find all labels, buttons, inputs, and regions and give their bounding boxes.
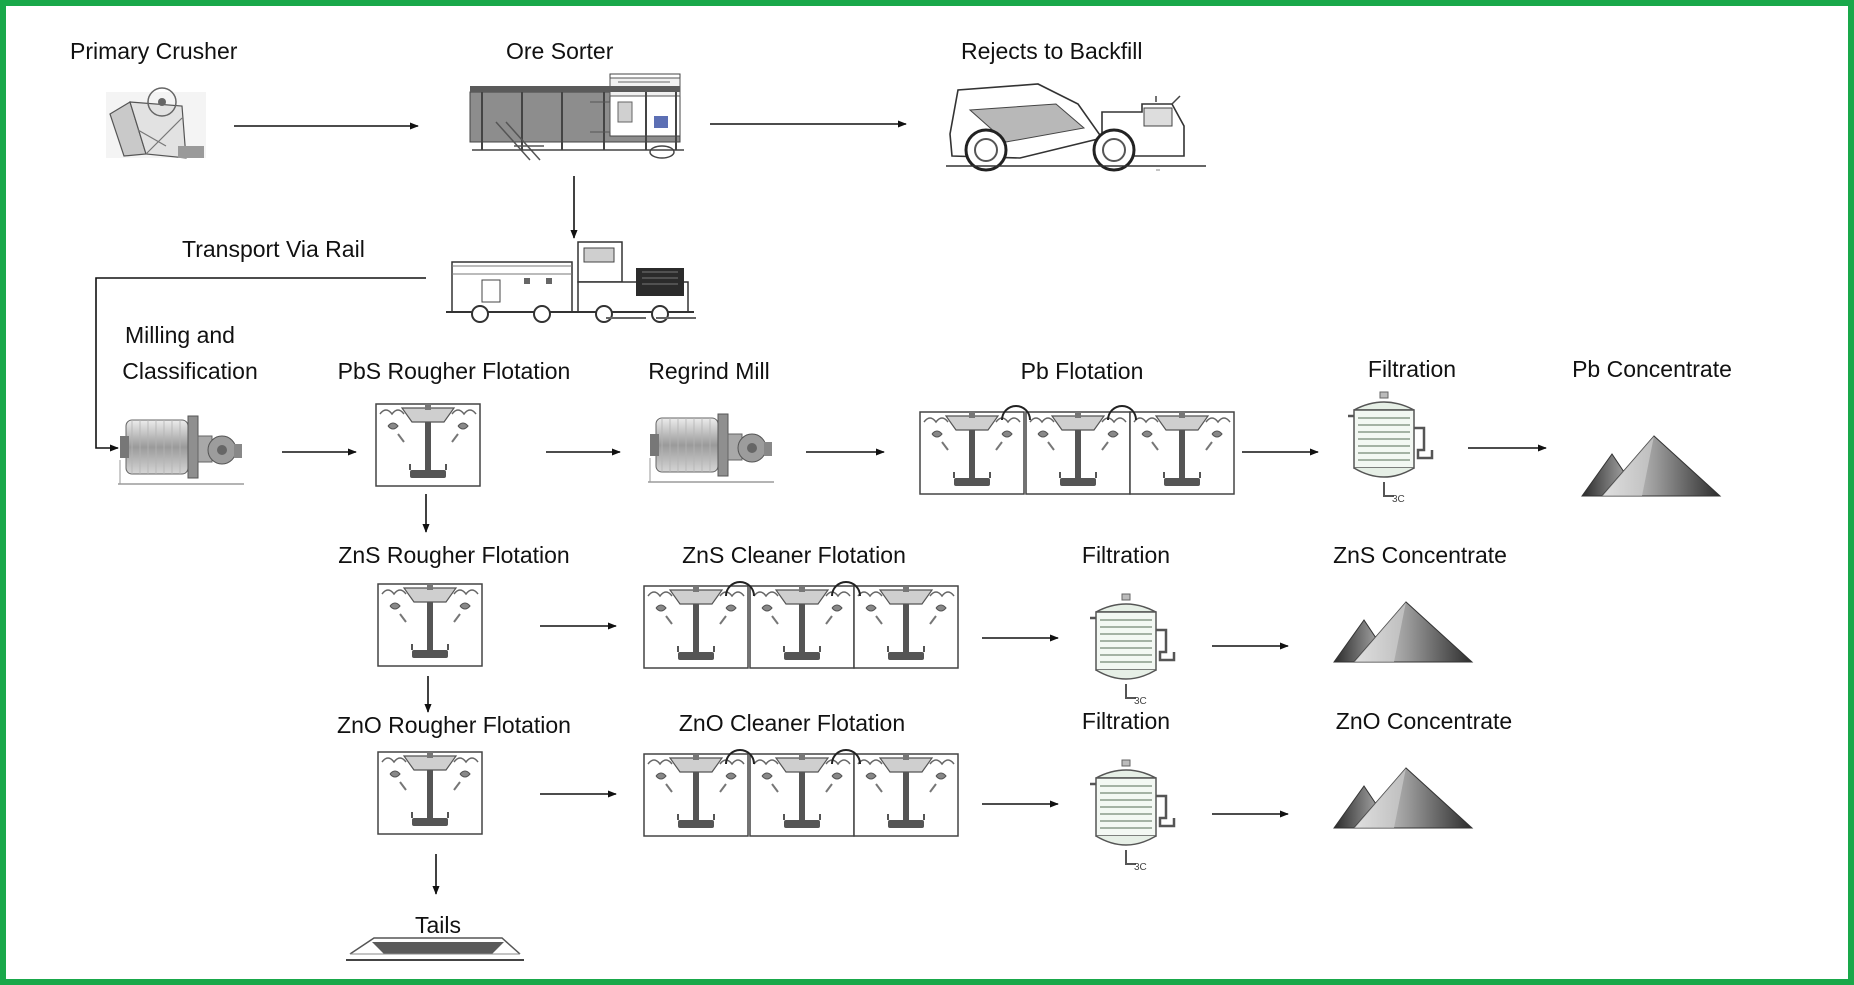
flotation-cell-icon bbox=[375, 403, 481, 487]
filtration-zno-label: Filtration bbox=[1081, 708, 1171, 734]
ball-mill-icon bbox=[117, 415, 245, 485]
filter-vessel-icon bbox=[1088, 758, 1176, 875]
zns-cleaner-flotation-label: ZnS Cleaner Flotation bbox=[682, 542, 906, 568]
regrind-mill-icon bbox=[647, 413, 775, 483]
filtration-zns-label: Filtration bbox=[1081, 542, 1171, 568]
pb-concentrate-pile-icon bbox=[1581, 435, 1721, 497]
filter-vessel-icon bbox=[1088, 592, 1176, 709]
flotation-cell-icon bbox=[377, 583, 483, 667]
flotation-cell-icon bbox=[377, 751, 483, 835]
zno-rougher-flotation-label: ZnO Rougher Flotation bbox=[337, 712, 571, 738]
tailings-icon bbox=[346, 937, 524, 961]
rejects-to-backfill-label: Rejects to Backfill bbox=[961, 38, 1143, 64]
primary-crusher-label: Primary Crusher bbox=[70, 38, 238, 64]
milling-label-line1: Milling and bbox=[125, 322, 235, 348]
pb-flotation-label: Pb Flotation bbox=[1020, 358, 1144, 384]
jaw-crusher-icon bbox=[106, 87, 206, 159]
zno-concentrate-pile-icon bbox=[1333, 767, 1473, 829]
pbs-rougher-flotation-label: PbS Rougher Flotation bbox=[337, 358, 571, 384]
filter-vessel-icon bbox=[1346, 390, 1434, 507]
zns-concentrate-pile-icon bbox=[1333, 601, 1473, 663]
pb-flotation-bank-icon bbox=[919, 405, 1235, 495]
rail-train-icon bbox=[446, 241, 696, 323]
milling-label-line2: Classification bbox=[122, 358, 258, 384]
dump-truck-icon bbox=[946, 83, 1206, 172]
ore-sorter-label: Ore Sorter bbox=[506, 38, 614, 64]
regrind-mill-label: Regrind Mill bbox=[648, 358, 770, 384]
filtration-pb-label: Filtration bbox=[1367, 356, 1457, 382]
zno-concentrate-label: ZnO Concentrate bbox=[1335, 708, 1513, 734]
ore-sorter-icon bbox=[469, 73, 684, 161]
zns-cleaner-bank-icon bbox=[643, 581, 959, 669]
zno-cleaner-flotation-label: ZnO Cleaner Flotation bbox=[678, 710, 906, 736]
transport-via-rail-label: Transport Via Rail bbox=[182, 236, 365, 262]
tails-label: Tails bbox=[414, 912, 462, 938]
pb-concentrate-label: Pb Concentrate bbox=[1572, 356, 1732, 382]
zno-cleaner-bank-icon bbox=[643, 749, 959, 837]
flowsheet-graphic: 3C bbox=[95, 73, 1721, 961]
zns-concentrate-label: ZnS Concentrate bbox=[1333, 542, 1507, 568]
zns-rougher-flotation-label: ZnS Rougher Flotation bbox=[338, 542, 570, 568]
